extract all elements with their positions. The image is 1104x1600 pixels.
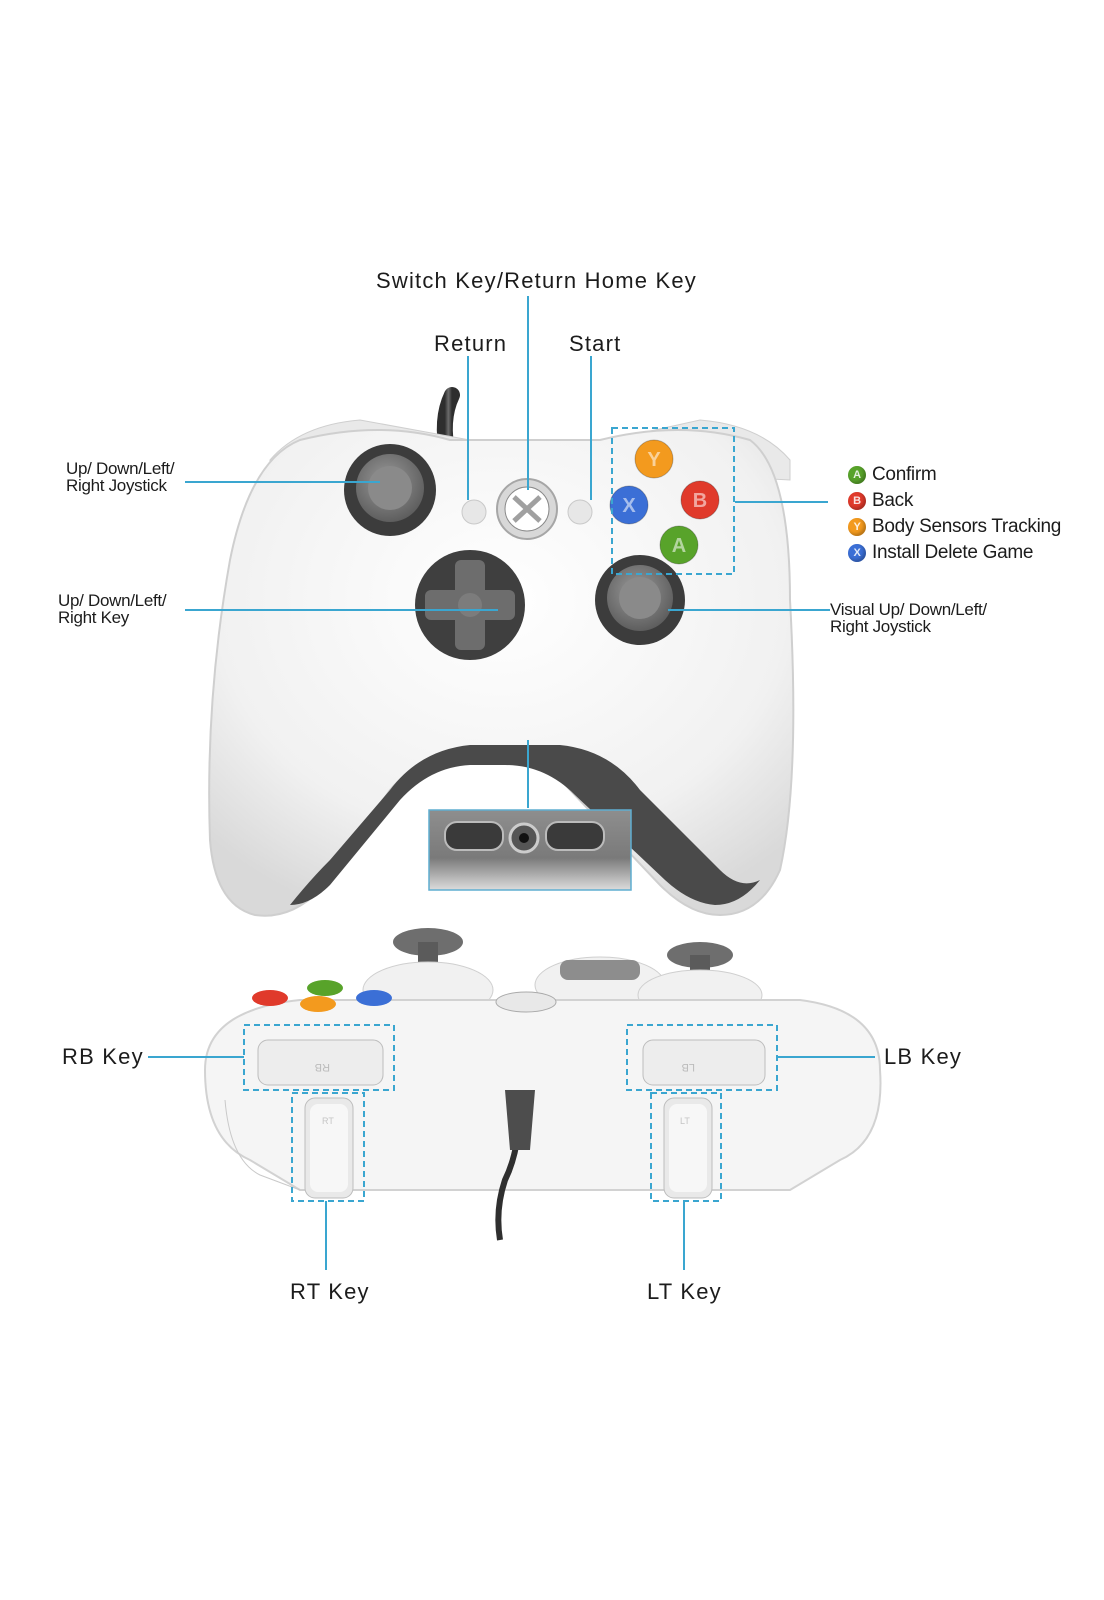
right-joystick-label: Visual Up/ Down/Left/ Right Joystick bbox=[830, 600, 987, 636]
controller-body bbox=[208, 429, 795, 917]
svg-text:RB: RB bbox=[315, 1061, 330, 1073]
legend-label: Back bbox=[872, 490, 914, 511]
switch-key-label: Switch Key/Return Home Key bbox=[376, 268, 697, 293]
svg-text:LT: LT bbox=[680, 1116, 690, 1126]
return-label: Return bbox=[434, 331, 508, 356]
legend-label: Body Sensors Tracking bbox=[872, 516, 1062, 537]
y-face-button-glyph: Y bbox=[647, 449, 661, 471]
lb-bumper: LB bbox=[642, 1039, 766, 1086]
b-face-button-glyph: B bbox=[693, 490, 707, 512]
back-button bbox=[461, 499, 487, 525]
left-joystick-label: Up/ Down/Left/ Right Joystick bbox=[66, 459, 175, 495]
callout-lines bbox=[148, 296, 875, 1270]
legend-label: Confirm bbox=[872, 464, 937, 485]
legend-item-body-sensors: Y Body Sensors Tracking bbox=[848, 514, 1061, 540]
lt-key-label: LT Key bbox=[647, 1279, 722, 1304]
a-face-button bbox=[659, 525, 699, 565]
controller-shoulder-view: RB LB RT LT bbox=[203, 928, 882, 1241]
legend-item-install-delete: X Install Delete Game bbox=[848, 540, 1061, 566]
left-joystick bbox=[344, 444, 436, 536]
svg-text:LB: LB bbox=[682, 1061, 695, 1073]
b-face-button bbox=[680, 480, 720, 520]
callout-boxes bbox=[243, 427, 778, 1202]
legend-item-confirm: A Confirm bbox=[848, 462, 1061, 488]
rb-bumper: RB bbox=[257, 1039, 384, 1086]
rt-key-label: RT Key bbox=[290, 1279, 370, 1304]
lb-key-label: LB Key bbox=[884, 1044, 963, 1069]
a-face-button-glyph: A bbox=[672, 535, 686, 557]
rt-trigger: RT bbox=[304, 1097, 354, 1199]
svg-text:RT: RT bbox=[322, 1116, 334, 1126]
start-label: Start bbox=[569, 331, 622, 356]
controller-top-view: Y X B A bbox=[208, 387, 795, 917]
face-button-legend: A Confirm B Back Y Body Sensors Tracking… bbox=[848, 462, 1061, 566]
b-button-icon: B bbox=[848, 492, 866, 510]
right-joystick bbox=[595, 555, 685, 645]
rb-key-label: RB Key bbox=[62, 1044, 144, 1069]
legend-label: Install Delete Game bbox=[872, 542, 1034, 563]
x-face-button-glyph: X bbox=[622, 495, 636, 517]
lt-trigger: LT bbox=[663, 1097, 713, 1199]
x-face-button bbox=[609, 485, 649, 525]
expansion-port-inset bbox=[428, 809, 632, 891]
legend-item-back: B Back bbox=[848, 488, 1061, 514]
x-button-icon: X bbox=[848, 544, 866, 562]
start-button bbox=[567, 499, 593, 525]
guide-button bbox=[496, 478, 558, 540]
face-buttons: Y X B A bbox=[609, 439, 720, 565]
d-pad bbox=[415, 550, 525, 660]
grip-band bbox=[290, 745, 760, 905]
a-button-icon: A bbox=[848, 466, 866, 484]
y-button-icon: Y bbox=[848, 518, 866, 536]
y-face-button bbox=[634, 439, 674, 479]
dpad-label: Up/ Down/Left/ Right Key bbox=[58, 591, 167, 627]
